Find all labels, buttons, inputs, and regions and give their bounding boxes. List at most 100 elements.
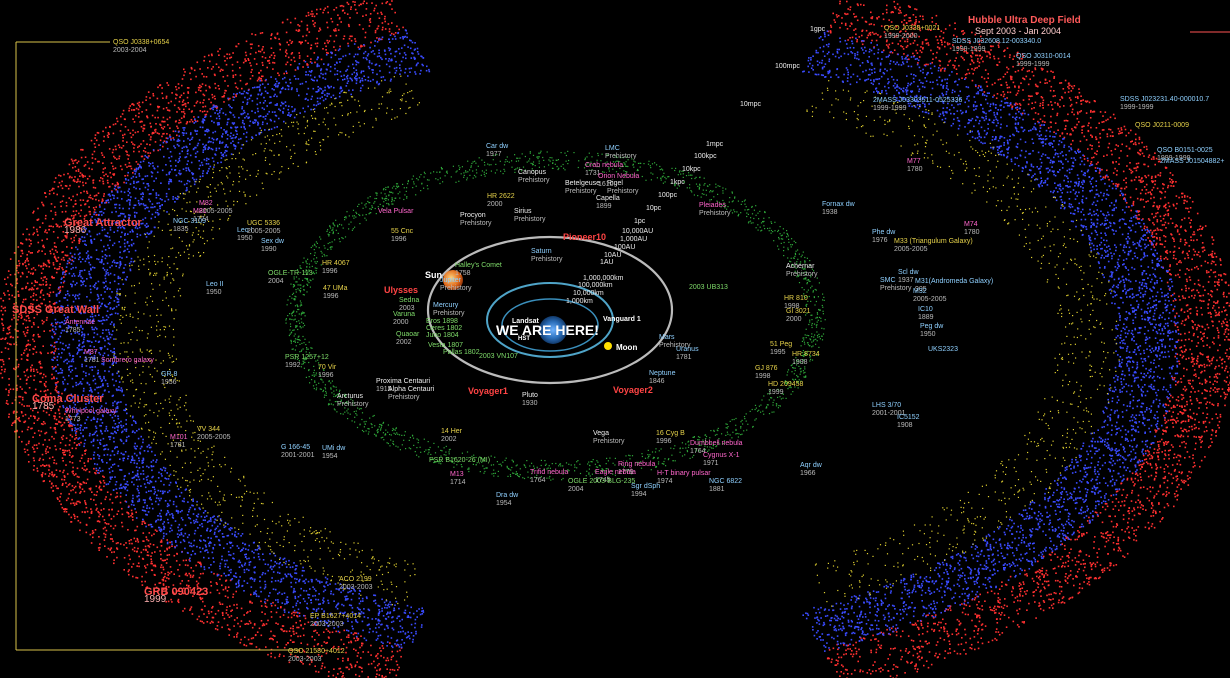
speckle bbox=[132, 576, 134, 578]
speckle bbox=[118, 187, 120, 189]
speckle bbox=[26, 359, 28, 361]
speckle bbox=[100, 378, 102, 380]
speckle bbox=[294, 61, 296, 63]
speckle bbox=[117, 406, 119, 408]
speckle bbox=[171, 156, 173, 158]
speckle bbox=[90, 508, 92, 510]
speckle bbox=[76, 162, 78, 164]
speckle bbox=[110, 538, 112, 540]
speckle bbox=[271, 605, 273, 607]
speckle bbox=[4, 294, 6, 296]
speckle bbox=[33, 353, 35, 355]
speckle bbox=[180, 122, 182, 124]
speckle bbox=[310, 47, 312, 49]
speckle bbox=[111, 334, 113, 336]
speckle bbox=[398, 667, 400, 669]
speckle bbox=[42, 280, 44, 282]
speckle bbox=[105, 254, 107, 256]
speckle bbox=[198, 514, 200, 516]
speckle bbox=[34, 317, 36, 319]
speckle bbox=[138, 200, 140, 202]
speckle bbox=[251, 602, 253, 604]
speckle bbox=[90, 268, 92, 270]
speckle bbox=[178, 122, 180, 124]
speckle bbox=[62, 424, 64, 426]
speckle bbox=[57, 381, 59, 383]
speckle bbox=[13, 368, 15, 370]
speckle bbox=[315, 630, 317, 632]
speckle bbox=[136, 466, 138, 468]
speckle bbox=[35, 294, 37, 296]
speckle bbox=[139, 479, 141, 481]
speckle bbox=[242, 122, 244, 124]
speckle bbox=[156, 495, 158, 497]
speckle bbox=[197, 120, 199, 122]
speckle bbox=[73, 339, 75, 341]
speckle bbox=[131, 543, 133, 545]
speckle bbox=[46, 232, 48, 234]
speckle bbox=[166, 137, 168, 139]
speckle bbox=[421, 607, 423, 609]
speckle bbox=[166, 96, 168, 98]
speckle bbox=[390, 53, 392, 55]
speckle bbox=[339, 18, 341, 20]
speckle bbox=[264, 581, 266, 583]
speckle bbox=[128, 188, 130, 190]
speckle bbox=[310, 13, 312, 15]
speckle bbox=[290, 22, 292, 24]
speckle bbox=[153, 565, 155, 567]
speckle bbox=[184, 184, 186, 186]
speckle bbox=[173, 137, 175, 139]
speckle bbox=[154, 551, 156, 553]
speckle bbox=[296, 627, 298, 629]
speckle bbox=[378, 25, 380, 27]
speckle bbox=[90, 236, 92, 238]
speckle bbox=[86, 215, 88, 217]
speckle bbox=[103, 140, 105, 142]
speckle bbox=[108, 317, 110, 319]
speckle bbox=[257, 631, 259, 633]
speckle bbox=[115, 296, 117, 298]
speckle bbox=[192, 550, 194, 552]
speckle bbox=[339, 96, 341, 98]
speckle bbox=[273, 588, 275, 590]
speckle bbox=[53, 291, 55, 293]
speckle bbox=[149, 165, 151, 167]
speckle bbox=[188, 573, 190, 575]
speckle bbox=[53, 262, 55, 264]
speckle bbox=[85, 261, 87, 263]
speckle bbox=[335, 54, 337, 56]
speckle bbox=[109, 126, 111, 128]
speckle bbox=[121, 124, 123, 126]
speckle bbox=[357, 655, 359, 657]
speckle bbox=[73, 281, 75, 283]
speckle bbox=[124, 250, 126, 252]
speckle bbox=[62, 286, 64, 288]
speckle bbox=[233, 144, 235, 146]
speckle bbox=[33, 465, 35, 467]
speckle bbox=[238, 586, 240, 588]
speckle bbox=[89, 435, 91, 437]
speckle bbox=[245, 563, 247, 565]
speckle bbox=[360, 72, 362, 74]
speckle bbox=[45, 229, 47, 231]
speckle bbox=[155, 123, 157, 125]
speckle bbox=[421, 626, 423, 628]
speckle bbox=[298, 580, 300, 582]
speckle bbox=[87, 201, 89, 203]
speckle bbox=[46, 284, 48, 286]
speckle bbox=[56, 194, 58, 196]
speckle bbox=[53, 376, 55, 378]
speckle bbox=[128, 165, 130, 167]
speckle bbox=[200, 102, 202, 104]
speckle bbox=[115, 186, 117, 188]
speckle bbox=[98, 296, 100, 298]
speckle bbox=[75, 298, 77, 300]
speckle bbox=[20, 386, 22, 388]
speckle bbox=[84, 176, 86, 178]
speckle bbox=[152, 115, 154, 117]
speckle bbox=[102, 298, 104, 300]
speckle bbox=[55, 366, 57, 368]
speckle bbox=[69, 444, 71, 446]
speckle bbox=[327, 95, 329, 97]
